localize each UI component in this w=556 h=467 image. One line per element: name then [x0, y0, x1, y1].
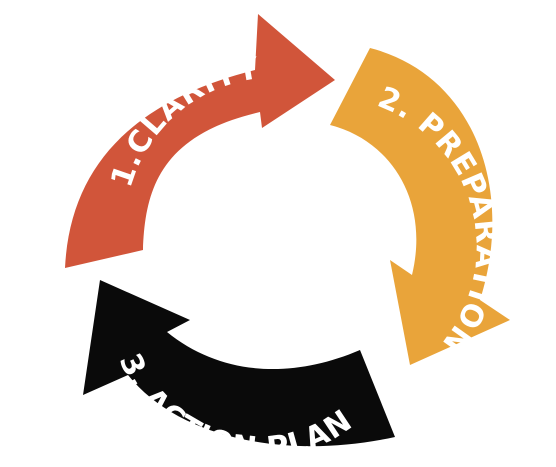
step-1-arrow-shape [65, 14, 335, 268]
step-2-arrow-shape [330, 48, 510, 365]
step-3-arrow-shape [83, 280, 395, 447]
step-3-arrow: 3. ACTION PLAN [83, 280, 395, 466]
step-2-arrow: 2. PREPARATION [330, 48, 510, 365]
step-1-arrow: 1.CLARITY [65, 14, 335, 268]
